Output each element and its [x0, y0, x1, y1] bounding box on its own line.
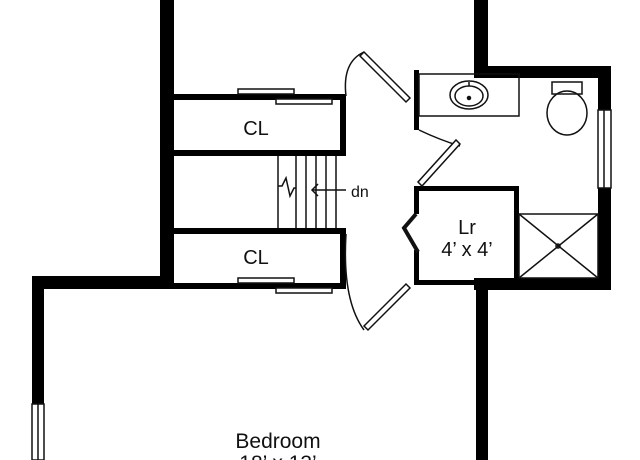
- toilet-icon: [546, 90, 588, 136]
- closet-top-door-b: [275, 98, 333, 105]
- bedroom-label-name: Bedroom: [235, 430, 320, 453]
- linen-label-name: Lr: [458, 217, 476, 239]
- shower: [518, 213, 599, 279]
- wall-closet-top: [174, 94, 346, 100]
- toilet-tank: [551, 81, 583, 95]
- wall-linen-right: [514, 186, 519, 284]
- wall-closet-mid-upper: [174, 150, 346, 156]
- wall-bath-left: [414, 70, 419, 130]
- drain-icon: [555, 243, 561, 249]
- bedroom-label-size: 18’ x 13’: [239, 452, 316, 460]
- closet-top-door-a: [237, 88, 295, 95]
- wall-closet-right-top: [340, 94, 346, 156]
- closet-bottom-door-a: [237, 277, 295, 284]
- closet-label-top: CL: [243, 118, 269, 140]
- wall-linen-left-lower: [414, 250, 419, 284]
- linen-label-size: 4’ x 4’: [441, 239, 493, 261]
- stairs: [277, 156, 346, 228]
- door-swing-lower: [344, 233, 365, 331]
- wall-left-upper: [160, 0, 174, 288]
- door-leaf-bath: [416, 138, 462, 188]
- door-leaf-upper: [358, 50, 412, 104]
- closet-label-bottom: CL: [243, 247, 269, 269]
- stairs-label: dn: [351, 184, 369, 201]
- wall-linen-top: [414, 186, 518, 191]
- wall-right-lower: [476, 278, 488, 460]
- door-leaf-lower: [362, 282, 412, 332]
- wall-closet-bottom: [174, 283, 346, 289]
- wall-closet-mid-lower: [174, 228, 346, 234]
- wall-bedroom-top: [32, 276, 174, 289]
- wall-linen-left: [414, 186, 419, 214]
- vanity: [418, 73, 520, 117]
- sink-icon: [449, 80, 489, 110]
- door-swing-upper: [344, 51, 365, 97]
- wall-closet-right-bottom: [340, 228, 346, 289]
- linen-bifold-door: [401, 212, 420, 254]
- wall-bath-bottom: [474, 278, 611, 290]
- wall-right-upper: [474, 0, 488, 78]
- wall-linen-bottom: [414, 280, 478, 285]
- wall-bath-top: [474, 66, 611, 78]
- walls: [32, 0, 611, 460]
- closet-bottom-door-b: [275, 287, 333, 294]
- details: [31, 50, 612, 460]
